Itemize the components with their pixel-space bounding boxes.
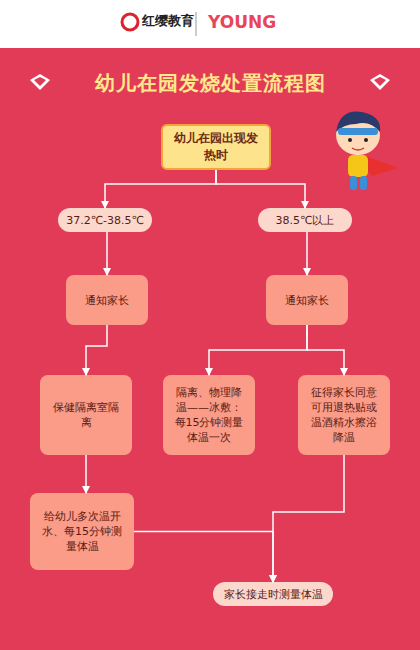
title-ornament: [370, 74, 390, 90]
process-box: 给幼儿多次温开水、每15分钟测量体温: [30, 493, 134, 570]
process-box: 通知家长: [266, 275, 348, 325]
node-text: 保健隔离室隔离: [48, 400, 124, 430]
mascot: [336, 111, 398, 190]
flow-arrow: [134, 532, 273, 583]
node-text: 通知家长: [285, 293, 329, 308]
logo-icon: [122, 14, 138, 30]
logo-text: YOUNG: [208, 12, 276, 32]
condition-pill: 37.2℃-38.5℃: [58, 208, 152, 232]
flow-arrow: [209, 325, 307, 375]
flow-arrow: [86, 325, 107, 375]
diagram-title: 幼儿在园发烧处置流程图: [0, 70, 420, 97]
flow-arrow: [216, 170, 305, 208]
logo-divider: [196, 12, 197, 36]
node-text: 37.2℃-38.5℃: [66, 213, 144, 228]
node-text: 征得家长同意可用退热贴或温酒精水擦浴降温: [306, 385, 382, 445]
start-box: 幼儿在园出现发热时: [161, 124, 271, 170]
node-text: 通知家长: [85, 293, 129, 308]
flow-arrow: [106, 232, 108, 275]
node-text: 家长接走时测量体温: [224, 587, 323, 602]
flow-arrow: [273, 455, 344, 582]
process-box: 征得家长同意可用退热贴或温酒精水擦浴降温: [298, 375, 390, 455]
condition-pill: 38.5℃以上: [258, 208, 352, 232]
flow-arrow: [105, 170, 216, 208]
node-text: 给幼儿多次温开水、每15分钟测量体温: [38, 509, 126, 554]
node-text: 幼儿在园出现发热时: [171, 130, 261, 164]
flow-arrow: [307, 325, 344, 375]
process-box: 隔离、物理降温——冰敷：每15分钟测量体温一次: [163, 375, 255, 455]
title-ornament: [30, 74, 50, 90]
process-box: 通知家长: [66, 275, 148, 325]
process-box: 保健隔离室隔离: [40, 375, 132, 455]
node-text: 隔离、物理降温——冰敷：每15分钟测量体温一次: [171, 385, 247, 445]
flow-arrow: [85, 455, 87, 493]
end-pill: 家长接走时测量体温: [213, 582, 333, 606]
node-text: 38.5℃以上: [276, 213, 335, 228]
flow-arrow: [306, 232, 308, 275]
logo-text: 红缨教育: [142, 12, 194, 30]
